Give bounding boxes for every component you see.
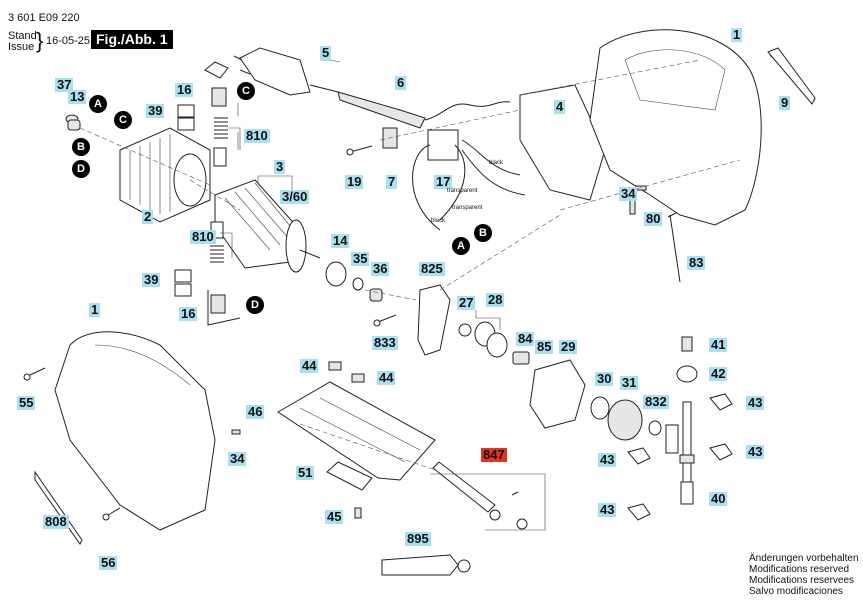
part-label-34-left: 34 <box>228 451 247 466</box>
connector-a: A <box>89 95 107 113</box>
connector-a-wire: A <box>452 237 470 255</box>
switch-and-wiring-drawing <box>346 84 606 231</box>
part-label-43-a: 43 <box>746 395 765 410</box>
issue-date: 16-05-25 <box>46 35 91 47</box>
stand-label: Stand <box>8 30 37 42</box>
part-label-39-bottom: 39 <box>142 272 161 287</box>
part-label-16-bottom: 16 <box>179 306 198 321</box>
part-label-5: 5 <box>320 45 332 60</box>
connector-c: C <box>114 111 132 129</box>
note-line: Modifications reserved <box>749 564 850 575</box>
part-label-4: 4 <box>554 99 566 114</box>
part-label-895: 895 <box>405 531 431 546</box>
part-label-44-a: 44 <box>300 358 319 373</box>
brace: } <box>36 28 44 53</box>
part-label-46: 46 <box>246 404 265 419</box>
connector-b: B <box>72 138 90 156</box>
wire-label-transparent: transparent <box>447 188 478 194</box>
part-label-847-highlighted: 847 <box>481 447 507 462</box>
part-label-56: 56 <box>99 555 118 570</box>
note-line: Änderungen vorbehalten <box>749 553 859 564</box>
wire-label-black-2: black <box>431 218 446 224</box>
part-label-16-top: 16 <box>175 82 194 97</box>
leader-lines <box>79 53 741 531</box>
part-label-832: 832 <box>643 394 669 409</box>
connector-d-brush: D <box>246 296 264 314</box>
part-label-27: 27 <box>457 295 476 310</box>
base-plate-drawing <box>277 361 528 576</box>
part-label-1-bottom: 1 <box>89 302 101 317</box>
part-label-1-top: 1 <box>731 27 743 42</box>
part-label-42: 42 <box>709 366 728 381</box>
note-line: Modifications reservees <box>749 575 855 586</box>
part-label-9: 9 <box>779 95 791 110</box>
part-label-36: 36 <box>371 261 390 276</box>
part-label-14: 14 <box>331 233 350 248</box>
part-label-833: 833 <box>372 335 398 350</box>
part-label-55: 55 <box>17 395 36 410</box>
housing-right-drawing <box>589 29 816 283</box>
part-label-39-top: 39 <box>146 103 165 118</box>
part-label-37: 37 <box>55 77 74 92</box>
part-label-44-b: 44 <box>377 370 396 385</box>
part-label-810-top: 810 <box>244 128 270 143</box>
wire-label-transparent-2: transparent <box>452 205 483 211</box>
part-label-85: 85 <box>535 339 554 354</box>
part-label-2: 2 <box>142 209 154 224</box>
housing-left-drawing <box>23 331 241 545</box>
part-label-7: 7 <box>386 174 398 189</box>
part-label-83: 83 <box>687 255 706 270</box>
connector-d: D <box>72 160 90 178</box>
modification-notes: Änderungen vorbehalten Modifications res… <box>749 553 859 597</box>
issue-label: Issue <box>8 41 35 53</box>
part-label-3: 3 <box>274 159 286 174</box>
part-label-13: 13 <box>68 89 87 104</box>
armature-drawing <box>214 179 383 302</box>
part-label-43-d: 43 <box>598 502 617 517</box>
cord-drawing <box>233 47 511 129</box>
gear-train-drawing <box>373 284 662 441</box>
part-label-808: 808 <box>43 514 69 529</box>
part-number: 3 601 E09 220 <box>8 12 80 24</box>
part-label-80: 80 <box>644 211 663 226</box>
part-label-17: 17 <box>434 174 453 189</box>
part-label-3-60: 3/60 <box>280 189 310 204</box>
note-line: Salvo modificaciones <box>749 586 843 597</box>
part-label-43-b: 43 <box>746 444 765 459</box>
part-label-40: 40 <box>709 491 728 506</box>
part-label-6: 6 <box>395 75 407 90</box>
part-label-34-right: 34 <box>619 186 638 201</box>
part-label-28: 28 <box>486 292 505 307</box>
connector-b-wire: B <box>474 224 492 242</box>
part-label-825: 825 <box>419 261 445 276</box>
figure-label: Fig./Abb. 1 <box>91 30 173 49</box>
connector-c-brush: C <box>237 82 255 100</box>
part-label-35: 35 <box>351 251 370 266</box>
part-label-19: 19 <box>345 174 364 189</box>
part-label-30: 30 <box>595 371 614 386</box>
part-label-51: 51 <box>296 465 315 480</box>
part-label-31: 31 <box>620 375 639 390</box>
part-label-43-c: 43 <box>598 452 617 467</box>
part-label-29: 29 <box>559 339 578 354</box>
part-label-84: 84 <box>516 331 535 346</box>
part-label-41: 41 <box>709 337 728 352</box>
part-label-45: 45 <box>325 509 344 524</box>
part-label-810-bottom: 810 <box>190 229 216 244</box>
plunger-drawing <box>627 336 733 521</box>
wire-label-black: black <box>489 160 504 166</box>
